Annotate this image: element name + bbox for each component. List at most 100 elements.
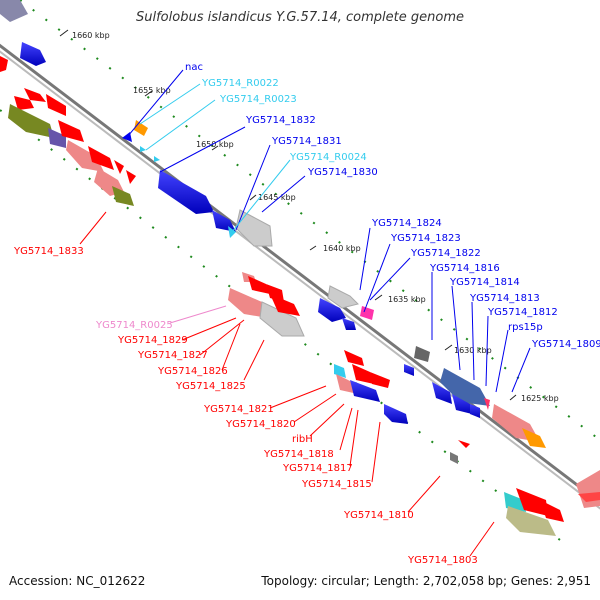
gene-block[interactable]	[266, 284, 284, 302]
scale-ticks	[59, 29, 517, 401]
genome-backbone	[0, 43, 600, 505]
gene-block[interactable]	[450, 452, 458, 464]
gene-block[interactable]	[384, 404, 408, 424]
gene-block[interactable]	[522, 428, 546, 448]
gene-block[interactable]	[516, 488, 548, 516]
gene-label-1820[interactable]: YG5714_1820	[225, 419, 296, 430]
gene-block[interactable]	[126, 170, 136, 184]
gene-block[interactable]	[344, 350, 364, 366]
gene-block[interactable]	[212, 210, 236, 232]
gene-block[interactable]	[134, 120, 148, 136]
gene-label-1816[interactable]: YG5714_1816	[429, 263, 500, 274]
gene-block[interactable]	[540, 500, 564, 522]
gene-label-1821[interactable]: YG5714_1821	[203, 404, 274, 415]
gene-block[interactable]	[24, 88, 46, 102]
gene-label-1818[interactable]: YG5714_1818	[263, 449, 334, 460]
rna-reverse-leader	[169, 305, 227, 324]
gene-block[interactable]	[440, 368, 490, 406]
gene-label-r0022[interactable]: YG5714_R0022	[201, 78, 279, 89]
gene-label-1809[interactable]: YG5714_1809	[531, 339, 600, 350]
scale-label-1645: 1645 kbp	[258, 193, 296, 202]
gene-label-1826[interactable]: YG5714_1826	[157, 366, 228, 377]
genome-backbone-shadow	[0, 50, 600, 510]
gene-block[interactable]	[248, 276, 270, 294]
gene-block[interactable]	[112, 186, 134, 206]
gene-block[interactable]	[342, 318, 356, 330]
gene-block[interactable]	[20, 42, 46, 66]
gene-block[interactable]	[470, 404, 480, 418]
gene-label-1832[interactable]: YG5714_1832	[245, 115, 316, 126]
tick-row-outer	[19, 0, 600, 441]
gene-block[interactable]	[380, 376, 390, 388]
gene-label-1827[interactable]: YG5714_1827	[137, 350, 208, 361]
gene-block[interactable]	[48, 128, 66, 148]
gene-label-1810[interactable]: YG5714_1810	[343, 510, 414, 521]
gene-block[interactable]	[8, 104, 54, 138]
gene-block[interactable]	[270, 294, 300, 316]
gene-label-1812[interactable]: YG5714_1812	[487, 307, 558, 318]
gene-label-1813[interactable]: YG5714_1813	[469, 293, 540, 304]
gene-block[interactable]	[14, 96, 34, 110]
scale-label-1660: 1660 kbp	[72, 31, 110, 40]
gene-block[interactable]	[154, 156, 160, 162]
gene-label-1817[interactable]: YG5714_1817	[282, 463, 353, 474]
gene-block[interactable]	[46, 94, 66, 116]
gene-block[interactable]	[370, 372, 380, 386]
gene-block[interactable]	[158, 170, 214, 214]
gene-label-rps15p[interactable]: rps15p	[508, 322, 543, 333]
gene-label-nac[interactable]: nac	[185, 62, 203, 73]
gene-label-1823[interactable]: YG5714_1823	[390, 233, 461, 244]
scale-label-1625: 1625 kbp	[521, 394, 559, 403]
gene-block[interactable]	[350, 380, 380, 402]
gene-block[interactable]	[484, 398, 490, 410]
gene-label-r0023[interactable]: YG5714_R0023	[219, 94, 297, 105]
gene-block[interactable]	[318, 298, 346, 322]
gene-block[interactable]	[66, 140, 104, 172]
scale-label-1655: 1655 kbp	[133, 86, 171, 95]
gene-block[interactable]	[334, 364, 346, 378]
gene-block[interactable]	[235, 209, 273, 247]
reverse-leaders	[79, 211, 495, 557]
gene-block[interactable]	[506, 506, 556, 536]
gene-label-1814[interactable]: YG5714_1814	[449, 277, 520, 288]
scale-label-1635: 1635 kbp	[388, 295, 426, 304]
scale-label-1650: 1650 kbp	[196, 140, 234, 149]
gene-block[interactable]	[576, 470, 600, 508]
gene-label-r0025[interactable]: YG5714_R0025	[95, 320, 173, 331]
gene-label-1824[interactable]: YG5714_1824	[371, 218, 442, 229]
gene-label-1825[interactable]: YG5714_1825	[175, 381, 246, 392]
gene-block[interactable]	[58, 120, 84, 142]
gene-label-1833[interactable]: YG5714_1833	[13, 246, 84, 257]
gene-block[interactable]	[88, 146, 114, 170]
gene-block[interactable]	[0, 0, 28, 22]
gene-label-1831[interactable]: YG5714_1831	[271, 136, 342, 147]
gene-label-ribH[interactable]: ribH	[292, 434, 313, 445]
gene-label-1830[interactable]: YG5714_1830	[307, 167, 378, 178]
gene-block[interactable]	[114, 160, 124, 174]
gene-label-1822[interactable]: YG5714_1822	[410, 248, 481, 259]
rna-leaders	[139, 83, 291, 233]
scale-label-1640: 1640 kbp	[323, 244, 361, 253]
forward-genes	[0, 0, 600, 508]
gene-block[interactable]	[578, 492, 600, 502]
forward-leaders	[127, 69, 531, 393]
gene-label-1815[interactable]: YG5714_1815	[301, 479, 372, 490]
accession-text: Accession: NC_012622	[9, 574, 146, 588]
gene-block[interactable]	[414, 346, 430, 362]
gene-block[interactable]	[458, 440, 470, 448]
gene-block[interactable]	[327, 285, 359, 309]
gene-block[interactable]	[259, 301, 305, 337]
gene-block[interactable]	[360, 306, 374, 320]
gene-block[interactable]	[228, 288, 268, 318]
gene-block[interactable]	[432, 382, 452, 404]
gene-block[interactable]	[140, 146, 146, 152]
gene-block[interactable]	[452, 394, 472, 414]
gene-label-r0024[interactable]: YG5714_R0024	[289, 152, 367, 163]
genome-title: Sulfolobus islandicus Y.G.57.14, complet…	[136, 10, 464, 25]
gene-block[interactable]	[404, 364, 414, 376]
gene-label-1829[interactable]: YG5714_1829	[117, 335, 188, 346]
gene-block[interactable]	[352, 364, 374, 384]
gene-block[interactable]	[0, 56, 8, 72]
gene-label-1803[interactable]: YG5714_1803	[407, 555, 478, 566]
